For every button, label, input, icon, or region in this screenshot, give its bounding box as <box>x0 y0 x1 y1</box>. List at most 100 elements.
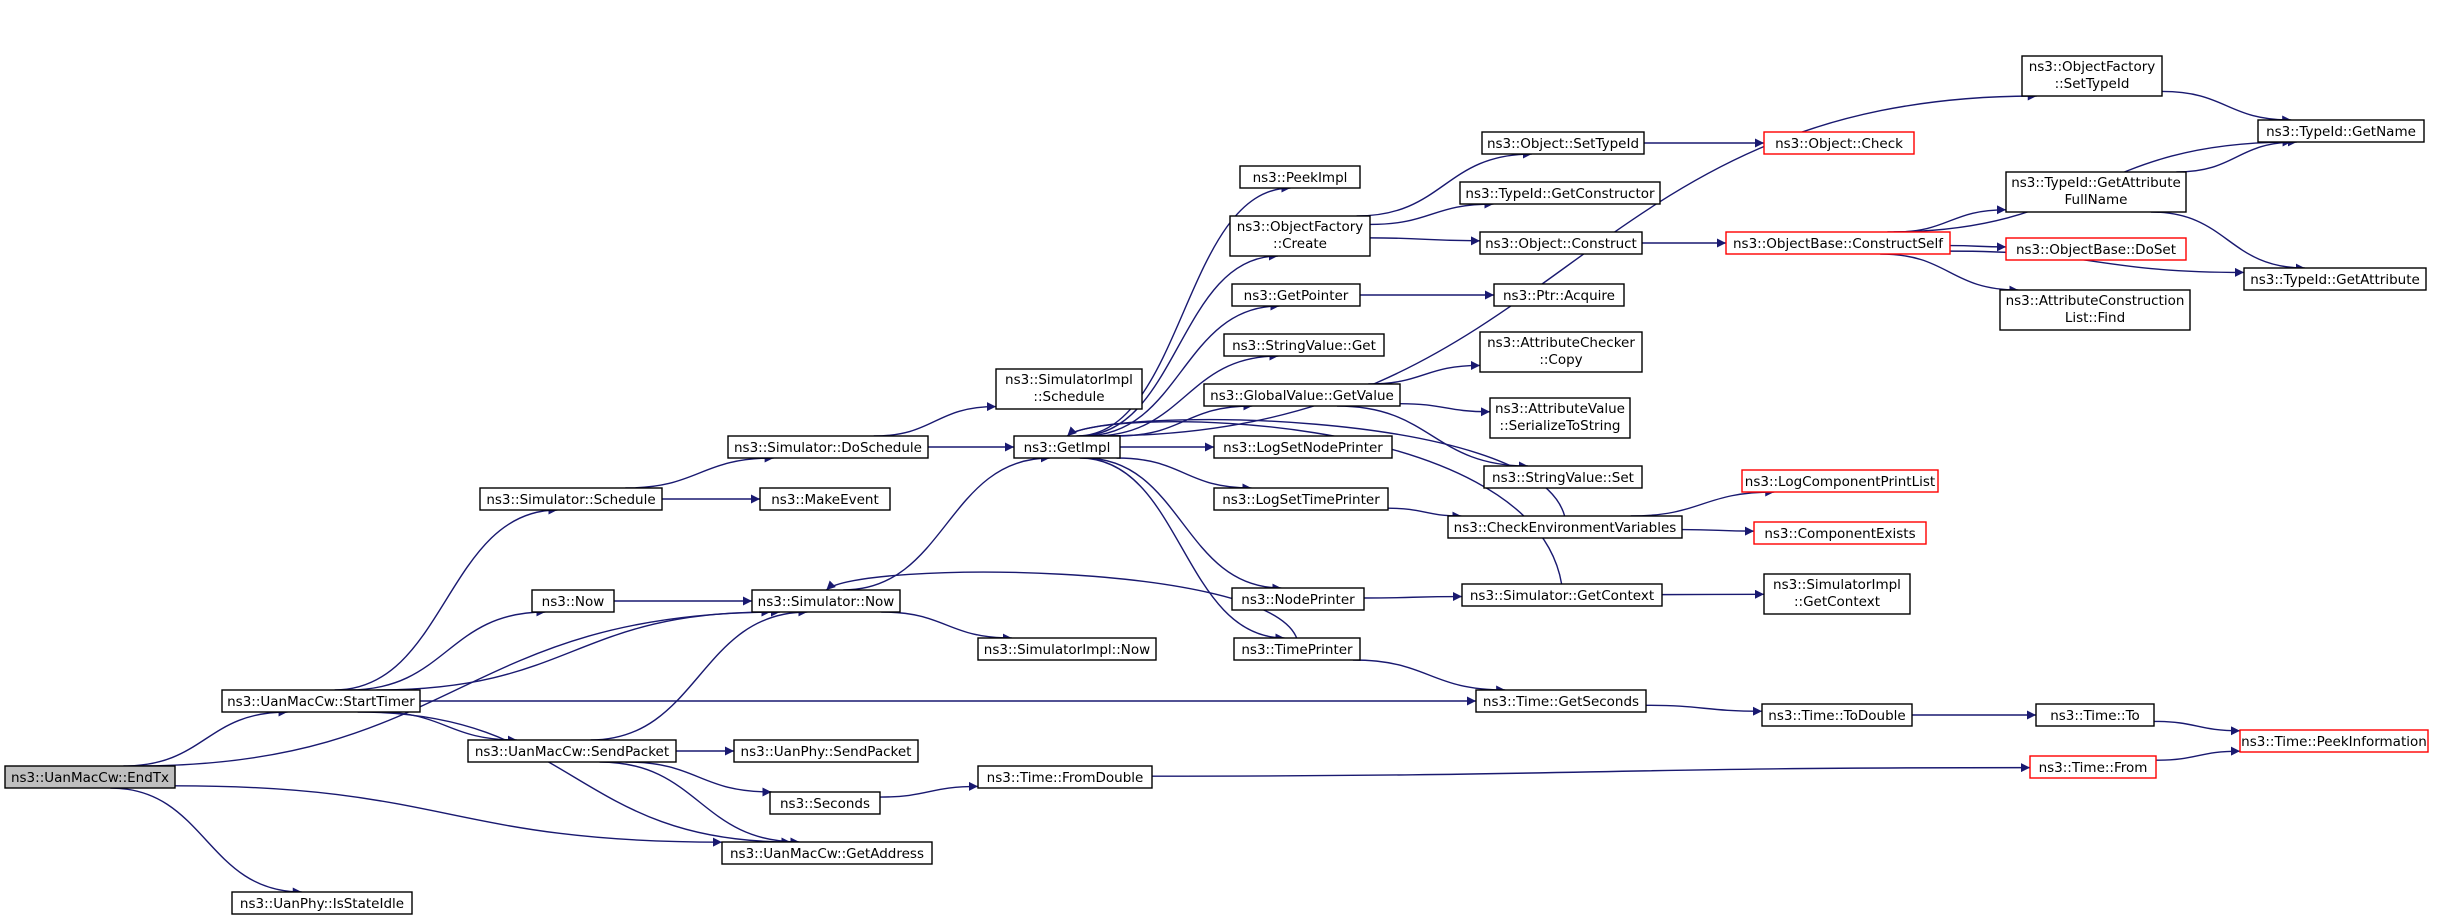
node-time-peek-info[interactable]: ns3::Time::PeekInformation <box>2239 729 2429 753</box>
node-gvget-value[interactable]: ns3::GlobalValue::GetValue <box>1203 383 1401 407</box>
node-label: ns3::Time::PeekInformation <box>2241 734 2427 750</box>
node-time-to[interactable]: ns3::Time::To <box>2035 703 2155 727</box>
node-log-set-node-printer[interactable]: ns3::LogSetNodePrinter <box>1213 435 1393 459</box>
node-obj-construct[interactable]: ns3::Object::Construct <box>1479 231 1643 255</box>
node-get-pointer[interactable]: ns3::GetPointer <box>1231 283 1361 307</box>
node-accopy[interactable]: ns3::AttributeChecker::Copy <box>1479 331 1643 373</box>
edge-time-printer-to-time-get-seconds <box>1352 659 1506 695</box>
node-label: ns3::ObjectBase::ConstructSelf <box>1733 236 1944 252</box>
node-box <box>727 435 929 459</box>
node-is-state-idle[interactable]: ns3::UanPhy::IsStateIdle <box>231 891 413 915</box>
node-get-address[interactable]: ns3::UanMacCw::GetAddress <box>721 841 933 865</box>
node-ofcreate[interactable]: ns3::ObjectFactory::Create <box>1229 215 1371 257</box>
node-label: ::SetTypeId <box>2055 76 2130 92</box>
node-component-exists[interactable]: ns3::ComponentExists <box>1753 521 1927 545</box>
node-do-schedule[interactable]: ns3::Simulator::DoSchedule <box>727 435 929 459</box>
node-label: ns3::TypeId::GetAttribute <box>2011 175 2181 191</box>
node-send-packet[interactable]: ns3::UanMacCw::SendPacket <box>467 739 677 763</box>
node-start-timer[interactable]: ns3::UanMacCw::StartTimer <box>221 689 421 713</box>
node-log-set-time-printer[interactable]: ns3::LogSetTimePrinter <box>1213 487 1389 511</box>
node-sim-get-context[interactable]: ns3::Simulator::GetContext <box>1461 583 1663 607</box>
node-box <box>2239 729 2429 753</box>
node-box <box>1493 283 1625 307</box>
node-label: ns3::Simulator::Schedule <box>486 492 655 508</box>
node-label: ns3::GetImpl <box>1024 440 1111 456</box>
edge-send-packet-to-seconds <box>625 761 772 797</box>
edge-start-timer-to-get-address <box>357 711 791 847</box>
node-label: ns3::TypeId::GetConstructor <box>1465 186 1655 202</box>
node-check-env[interactable]: ns3::CheckEnvironmentVariables <box>1447 515 1683 539</box>
edge-end-tx-to-is-state-idle <box>110 787 302 897</box>
node-ptr-acquire[interactable]: ns3::Ptr::Acquire <box>1493 283 1625 307</box>
edge-end-tx-to-get-address <box>174 785 723 847</box>
edge-log-set-time-printer-to-check-env <box>1387 507 1462 521</box>
node-box <box>1725 231 1951 255</box>
node-sim-now[interactable]: ns3::Simulator::Now <box>751 589 901 613</box>
node-sim-impl-schedule[interactable]: ns3::SimulatorImpl::Schedule <box>995 368 1143 410</box>
node-log-comp-print-list[interactable]: ns3::LogComponentPrintList <box>1741 469 1939 493</box>
node-label: ns3::ObjectFactory <box>2029 59 2156 75</box>
node-time-printer[interactable]: ns3::TimePrinter <box>1233 637 1361 661</box>
node-box <box>1213 487 1389 511</box>
edge-get-impl-to-string-value-get <box>1092 351 1279 437</box>
node-sim-impl-get-context[interactable]: ns3::SimulatorImpl::GetContext <box>1763 573 1911 615</box>
node-phy-send-packet[interactable]: ns3::UanPhy::SendPacket <box>733 739 919 763</box>
edge-obconstruct-self-to-obdo-set <box>1949 242 2007 252</box>
node-obconstruct-self[interactable]: ns3::ObjectBase::ConstructSelf <box>1725 231 1951 255</box>
node-label: ns3::GetPointer <box>1244 288 1349 304</box>
node-now[interactable]: ns3::Now <box>531 589 615 613</box>
node-avserialize[interactable]: ns3::AttributeValue::SerializeToString <box>1489 397 1631 439</box>
node-box <box>1013 435 1121 459</box>
node-sim-schedule[interactable]: ns3::Simulator::Schedule <box>479 487 663 511</box>
node-box <box>2257 119 2425 143</box>
node-label: ns3::Object::SetTypeId <box>1487 136 1639 152</box>
node-ofset-type-id[interactable]: ns3::ObjectFactory::SetTypeId <box>2021 55 2163 97</box>
node-label: ns3::Simulator::Now <box>758 594 895 610</box>
node-obj-set-type-id[interactable]: ns3::Object::SetTypeId <box>1481 131 1645 155</box>
node-label: ns3::UanMacCw::SendPacket <box>475 744 669 760</box>
node-make-event[interactable]: ns3::MakeEvent <box>759 487 891 511</box>
node-string-value-get[interactable]: ns3::StringValue::Get <box>1223 333 1385 357</box>
node-time-get-seconds[interactable]: ns3::Time::GetSeconds <box>1475 689 1647 713</box>
node-box <box>2021 55 2163 97</box>
node-box <box>221 689 421 713</box>
node-tiget-constructor[interactable]: ns3::TypeId::GetConstructor <box>1459 181 1661 205</box>
node-label: ::SerializeToString <box>1500 418 1621 434</box>
edge-start-timer-to-now <box>348 607 546 691</box>
node-time-to-double[interactable]: ns3::Time::ToDouble <box>1761 703 1913 727</box>
edge-sim-now-to-sim-impl-now <box>881 611 1012 643</box>
node-label: ::Create <box>1273 236 1327 252</box>
node-label: ns3::SimulatorImpl <box>1005 372 1133 388</box>
edge-get-impl-to-log-set-time-printer <box>1116 457 1252 493</box>
node-box <box>1483 465 1643 489</box>
node-box <box>1761 703 1913 727</box>
edge-ofset-type-id-to-tiget-name <box>2161 90 2292 125</box>
node-label: ns3::SimulatorImpl::Now <box>984 642 1150 658</box>
node-obj-check[interactable]: ns3::Object::Check <box>1763 131 1915 155</box>
node-sim-impl-now[interactable]: ns3::SimulatorImpl::Now <box>977 637 1157 661</box>
node-peek-impl[interactable]: ns3::PeekImpl <box>1239 165 1361 189</box>
node-label: ns3::UanMacCw::GetAddress <box>730 846 924 862</box>
node-time-from[interactable]: ns3::Time::From <box>2029 755 2157 779</box>
node-get-impl[interactable]: ns3::GetImpl <box>1013 435 1121 459</box>
node-svset[interactable]: ns3::StringValue::Set <box>1483 465 1643 489</box>
node-tiget-name[interactable]: ns3::TypeId::GetName <box>2257 119 2425 143</box>
edge-obconstruct-self-to-aclfind <box>1880 253 2019 295</box>
edge-ofcreate-to-obj-construct <box>1369 236 1481 246</box>
edge-ofcreate-to-tiget-constructor <box>1369 199 1494 226</box>
node-label: ns3::UanMacCw::EndTx <box>11 770 169 786</box>
node-seconds[interactable]: ns3::Seconds <box>769 791 881 815</box>
node-from-double[interactable]: ns3::Time::FromDouble <box>977 765 1153 789</box>
node-box <box>1229 215 1371 257</box>
edge-seconds-to-from-double <box>879 781 979 798</box>
edge-start-timer-to-sim-schedule <box>334 505 558 691</box>
node-label: ::GetContext <box>1794 594 1880 610</box>
node-label: ns3::UanPhy::SendPacket <box>741 744 912 760</box>
node-box <box>2005 237 2187 261</box>
node-label: ns3::UanMacCw::StartTimer <box>227 694 415 710</box>
node-node-printer[interactable]: ns3::NodePrinter <box>1231 587 1365 611</box>
node-tiget-attribute[interactable]: ns3::TypeId::GetAttribute <box>2243 267 2427 291</box>
node-obdo-set[interactable]: ns3::ObjectBase::DoSet <box>2005 237 2187 261</box>
